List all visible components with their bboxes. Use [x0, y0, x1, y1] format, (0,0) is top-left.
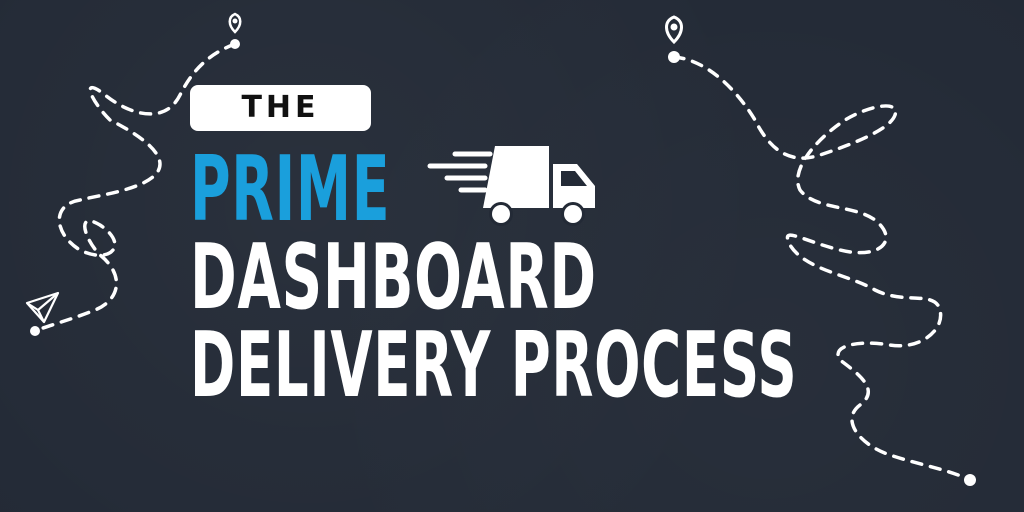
map-pin-icon: [228, 12, 242, 34]
the-label: THE: [241, 90, 320, 125]
headline-delivery-process: DELIVERY PROCESS: [190, 312, 798, 418]
the-badge: THE: [190, 85, 371, 131]
left-route-path: [33, 42, 237, 333]
right-route-path: [672, 55, 972, 482]
headline-prime: PRIME: [190, 136, 391, 242]
left-route-end-dot: [30, 326, 40, 336]
delivery-truck-icon: [427, 146, 595, 226]
right-route-start-dot: [668, 51, 680, 63]
left-route-start-dot: [230, 39, 240, 49]
headline-dashboard: DASHBOARD: [190, 224, 597, 330]
right-route-end-dot: [964, 474, 976, 486]
map-pin-icon: [665, 15, 683, 45]
paper-plane-icon: [25, 291, 60, 324]
